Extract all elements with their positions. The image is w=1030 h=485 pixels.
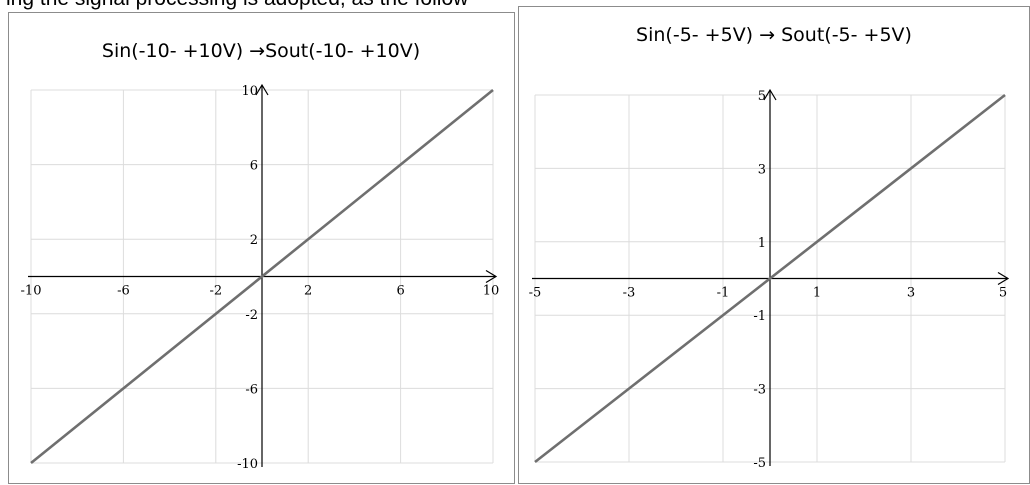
y-tick-label: 1 xyxy=(758,236,766,251)
x-tick-label: 6 xyxy=(396,284,404,299)
chart-panel-left: Sin(-10- +10V) →Sout(-10- +10V) -10 -6 -2 2… xyxy=(8,12,515,484)
y-tick-label: 6 xyxy=(250,159,258,174)
y-tick-label: 2 xyxy=(250,233,258,248)
chart-panel-right: Sin(-5- +5V) → Sout(-5- +5V) -5 -3 -1 1 3 5 5 3… xyxy=(518,6,1030,484)
x-tick-label: 10 xyxy=(483,284,500,299)
x-tick-label: -10 xyxy=(21,284,42,299)
header-text: ing the signal processing is adopted, as… xyxy=(6,0,468,11)
y-axis-arrow xyxy=(255,83,269,96)
x-tick-label: 3 xyxy=(907,286,915,301)
x-tick-label: 5 xyxy=(999,286,1007,301)
y-tick-label: 5 xyxy=(758,89,766,104)
y-tick-label: -10 xyxy=(237,457,258,472)
y-tick-label: -2 xyxy=(245,308,258,323)
series-line xyxy=(534,93,1006,464)
x-tick-label: -1 xyxy=(717,286,730,301)
x-tick-label: -2 xyxy=(209,284,222,299)
y-tick-label: 3 xyxy=(758,162,766,177)
y-tick-label: -1 xyxy=(753,309,766,324)
y-tick-label: -6 xyxy=(245,382,258,397)
x-axis-arrow xyxy=(485,269,498,284)
x-tick-label: 1 xyxy=(813,286,821,301)
x-tick-label: 2 xyxy=(304,284,312,299)
chart-title: Sin(-10- +10V) →Sout(-10- +10V) xyxy=(102,40,420,62)
chart-title: Sin(-5- +5V) → Sout(-5- +5V) xyxy=(636,24,912,46)
x-tick-label: -3 xyxy=(623,286,636,301)
y-axis-arrow xyxy=(763,88,777,101)
page-text-fragment: ing the signal processing is adopted, as… xyxy=(0,0,520,12)
y-tick-label: 10 xyxy=(241,84,258,99)
x-tick-label: -6 xyxy=(117,284,130,299)
series-line xyxy=(30,88,494,465)
chart-right: Sin(-5- +5V) → Sout(-5- +5V) -5 -3 -1 1 3 5 5 3… xyxy=(529,24,1010,471)
y-tick-label: -5 xyxy=(753,456,766,471)
y-tick-label: -3 xyxy=(753,383,766,398)
x-tick-label: -5 xyxy=(529,286,542,301)
chart-left: Sin(-10- +10V) →Sout(-10- +10V) -10 -6 -2 2… xyxy=(21,40,500,472)
x-axis-arrow xyxy=(997,271,1010,286)
